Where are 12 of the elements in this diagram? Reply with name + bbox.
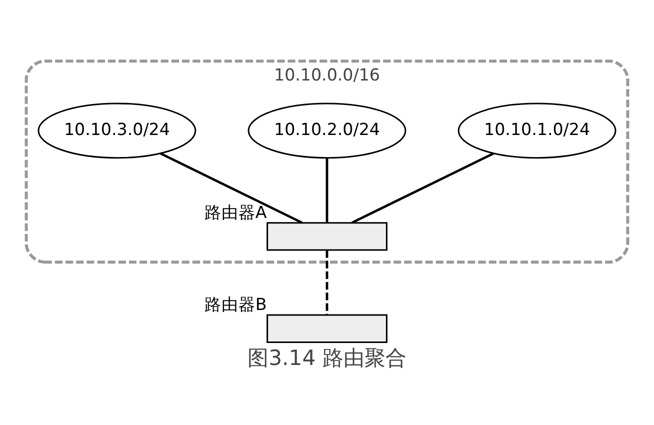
caption: 图3.14 路由聚合 bbox=[248, 344, 406, 370]
connector bbox=[352, 152, 494, 224]
node-box bbox=[266, 314, 388, 342]
node-label: 路由器B bbox=[204, 294, 267, 314]
connector bbox=[160, 152, 302, 224]
node-ellipse: 10.10.1.0/24 bbox=[458, 102, 616, 158]
node-ellipse: 10.10.2.0/24 bbox=[248, 102, 406, 158]
node-label: 路由器A bbox=[204, 202, 267, 222]
connector bbox=[326, 158, 328, 222]
connector bbox=[326, 250, 328, 314]
node-box bbox=[266, 222, 388, 250]
node-ellipse: 10.10.3.0/24 bbox=[38, 102, 196, 158]
